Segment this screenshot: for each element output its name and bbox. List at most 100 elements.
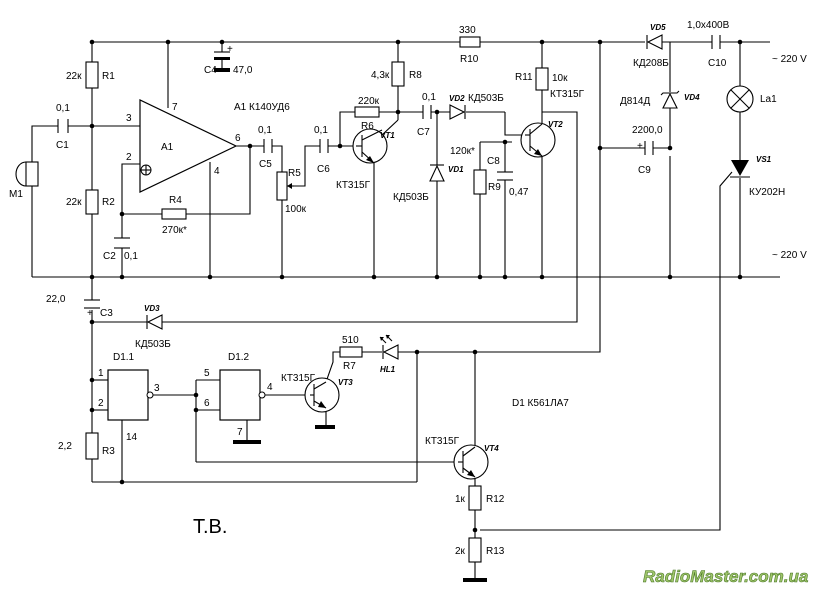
label-a1-title: A1 К140УД6 xyxy=(234,102,290,113)
signature: Т.В. xyxy=(193,516,227,538)
label-r7: R7 xyxy=(343,361,356,372)
label-c3: C3 xyxy=(100,308,113,319)
label-c9: C9 xyxy=(638,165,651,176)
r4-symbol xyxy=(161,208,187,220)
svg-text:+: + xyxy=(637,141,643,152)
label-c4: C4 xyxy=(204,65,217,76)
label-r1: R1 xyxy=(102,71,115,82)
label-r6: R6 xyxy=(361,121,374,132)
svg-text:+: + xyxy=(87,308,93,319)
vd1-symbol xyxy=(429,164,445,182)
r7-symbol xyxy=(339,346,363,358)
label-c8: C8 xyxy=(487,156,500,167)
opamp-a1-symbol xyxy=(139,99,238,193)
label-r12: R12 xyxy=(486,494,505,505)
vs1-symbol xyxy=(731,160,749,176)
label-c2-val: 0,1 xyxy=(124,251,138,262)
junctions xyxy=(89,39,743,533)
label-d11: D1.1 xyxy=(113,352,135,363)
label-c7-val: 0,1 xyxy=(422,92,436,103)
gate-d11-symbol xyxy=(107,369,149,421)
label-c6-val: 0,1 xyxy=(314,125,328,136)
led-hl1-symbol xyxy=(382,344,399,360)
r6-symbol xyxy=(354,106,380,118)
label-vs1: VS1 xyxy=(756,155,772,164)
label-vt3: VT3 xyxy=(338,378,353,387)
label-r13-val: 2к xyxy=(455,546,466,557)
label-r2-val: 22к xyxy=(66,197,82,208)
label-d11-p3: 3 xyxy=(154,383,160,394)
label-c9-val: 2200,0 xyxy=(632,125,663,136)
label-d12-p5: 5 xyxy=(204,368,210,379)
label-r8-val: 4,3к xyxy=(371,70,390,81)
svg-text:+: + xyxy=(227,44,233,55)
label-vd1: VD1 xyxy=(448,165,464,174)
label-vt1-type: КТ315Г xyxy=(336,180,371,191)
label-pin3: 3 xyxy=(126,113,132,124)
label-pin4: 4 xyxy=(214,166,220,177)
label-vt2: VT2 xyxy=(548,120,563,129)
label-pin2: 2 xyxy=(126,152,132,163)
label-vt4: VT4 xyxy=(484,444,499,453)
label-r9-val: 120к* xyxy=(450,146,475,157)
label-vt4-type: КТ315Г xyxy=(425,436,460,447)
label-c3-val: 22,0 xyxy=(46,294,66,305)
label-c4-val: 47,0 xyxy=(233,65,253,76)
label-pin6: 6 xyxy=(235,133,241,144)
label-c7: C7 xyxy=(417,127,430,138)
label-c5: C5 xyxy=(259,159,272,170)
label-r5: R5 xyxy=(288,168,301,179)
label-vs1-type: КУ202Н xyxy=(749,187,785,198)
label-c6: C6 xyxy=(317,164,330,175)
label-c8-val: 0,47 xyxy=(509,187,529,198)
label-vt2-type: КТ315Г xyxy=(550,89,585,100)
label-vd3: VD3 xyxy=(144,304,160,313)
label-c10-val: 1,0x400В xyxy=(687,20,730,31)
label-vd5-type: КД208Б xyxy=(633,58,669,69)
mains-top-label: ~ 220 V xyxy=(772,54,807,65)
r11-symbol xyxy=(535,67,549,91)
mains-bottom-label: ~ 220 V xyxy=(772,250,807,261)
label-r4-val: 270к* xyxy=(162,225,187,236)
label-r11-val: 10к xyxy=(552,73,568,84)
label-r6-val: 220к xyxy=(358,96,380,107)
label-r2: R2 xyxy=(102,197,115,208)
label-vd2-type: КД503Б xyxy=(468,93,504,104)
label-d11-p2: 2 xyxy=(98,398,104,409)
label-r10-val: 330 xyxy=(459,25,476,36)
r5-symbol xyxy=(276,171,288,201)
labels: M1 0,1 C1 22к R1 22к R2 C2 0,1 R4 270к* … xyxy=(9,20,809,586)
r12-symbol xyxy=(468,485,482,511)
label-c10: C10 xyxy=(708,58,727,69)
label-vd4-type: Д814Д xyxy=(620,96,650,107)
r10-symbol xyxy=(459,36,481,48)
label-hl1: HL1 xyxy=(380,365,396,374)
label-vt1: VT1 xyxy=(380,131,395,140)
vd4-symbol xyxy=(662,92,678,109)
label-vt3-type: КТ315Г xyxy=(281,373,316,384)
r9-symbol xyxy=(473,169,487,195)
label-c1-val: 0,1 xyxy=(56,103,70,114)
label-d1-title: D1 К561ЛА7 xyxy=(512,398,569,409)
label-d12-p4: 4 xyxy=(267,382,273,393)
label-r3: R3 xyxy=(102,446,115,457)
label-vd5: VD5 xyxy=(650,23,666,32)
r1-symbol xyxy=(85,61,99,89)
vd3-symbol xyxy=(146,314,163,330)
watermark-logo: RadioMaster.com.ua xyxy=(643,567,808,586)
wires xyxy=(31,41,780,578)
label-r7-val: 510 xyxy=(342,335,359,346)
r2-symbol xyxy=(85,189,99,215)
label-c2: C2 xyxy=(103,251,116,262)
label-r13: R13 xyxy=(486,546,505,557)
label-vd1-type: КД503Б xyxy=(393,192,429,203)
label-vd3-type: КД503Б xyxy=(135,339,171,350)
label-r3-val: 2,2 xyxy=(58,441,72,452)
label-r5-val: 100к xyxy=(285,204,307,215)
label-r10: R10 xyxy=(460,54,479,65)
label-d12-p6: 6 xyxy=(204,398,210,409)
label-vd2: VD2 xyxy=(449,94,465,103)
r13-symbol xyxy=(468,537,482,563)
ground-vt3 xyxy=(315,425,335,429)
